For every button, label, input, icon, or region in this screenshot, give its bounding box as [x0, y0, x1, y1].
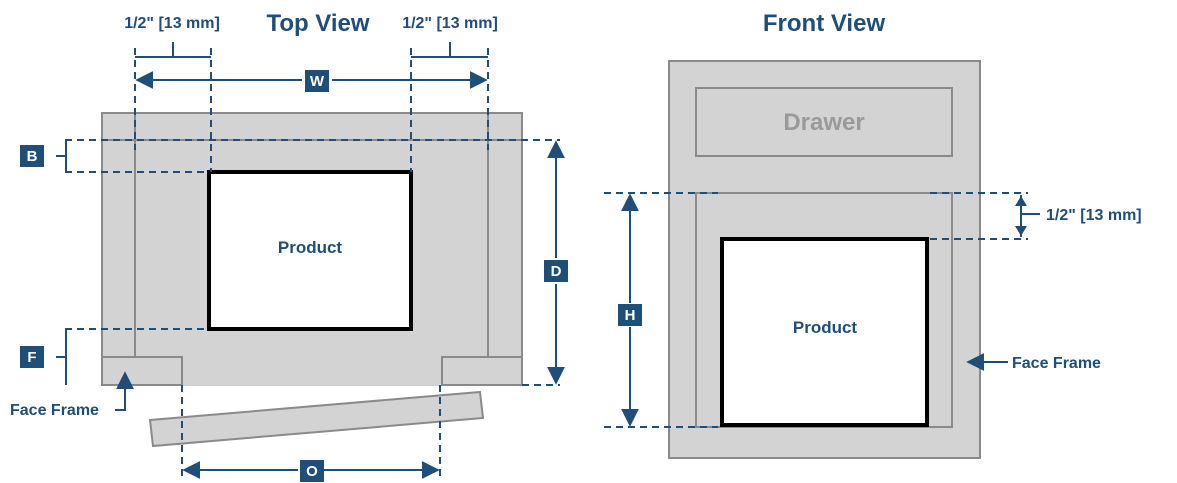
h-label: H [625, 307, 636, 324]
front-face-frame-label: Face Frame [1012, 355, 1101, 372]
top-face-frame-label: Face Frame [10, 402, 99, 419]
half-inch-left-label: 1/2" [13 mm] [124, 15, 220, 32]
o-label: O [306, 463, 318, 480]
top-view-title: Top View [266, 10, 369, 37]
d-badge [544, 260, 568, 282]
front-view-title: Front View [763, 10, 886, 37]
front-view: Front View Drawer Product H 1/2" [13 mm]… [604, 10, 1142, 459]
opening-fill [183, 358, 441, 386]
h-badge [618, 304, 642, 326]
top-product-label: Product [278, 238, 343, 257]
o-badge [300, 460, 324, 482]
top-view: Product Top View 1/2" [13 mm] 1/2" [13 m… [10, 10, 568, 482]
w-badge [305, 70, 329, 92]
top-product-box [207, 170, 413, 331]
front-product-box [720, 237, 929, 427]
face-frame-right [441, 356, 523, 386]
drawer-front [695, 87, 953, 157]
drawer-label: Drawer [783, 109, 864, 136]
top-face-frame-pointer [115, 371, 134, 411]
half-inch-front-arrow-down [1015, 226, 1027, 236]
b-label: B [27, 148, 38, 165]
front-product-label: Product [793, 318, 858, 337]
door-panel [148, 390, 485, 448]
b-badge [20, 145, 44, 167]
half-inch-right-label: 1/2" [13 mm] [402, 15, 498, 32]
d-label: D [551, 263, 562, 280]
half-inch-front-arrow-up [1015, 196, 1027, 206]
w-label: W [310, 73, 325, 90]
f-label: F [27, 349, 36, 366]
face-frame-left [101, 356, 183, 386]
half-inch-front-label: 1/2" [13 mm] [1046, 207, 1142, 224]
f-badge [20, 346, 44, 368]
